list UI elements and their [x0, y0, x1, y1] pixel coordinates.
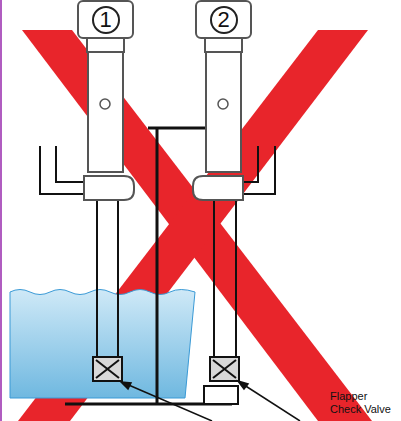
leader-line	[121, 381, 300, 421]
page-edge	[0, 0, 2, 421]
pump-assembly	[193, 38, 275, 381]
support-frame	[204, 386, 238, 404]
water-tank	[10, 290, 195, 399]
callout-number: 1	[92, 6, 120, 34]
part-label: Flapper Check Valve	[330, 390, 396, 416]
pump-head: 2	[195, 0, 252, 39]
pump-assembly	[40, 38, 134, 381]
callout-number: 2	[210, 6, 238, 34]
pump-head: 1	[77, 0, 134, 39]
